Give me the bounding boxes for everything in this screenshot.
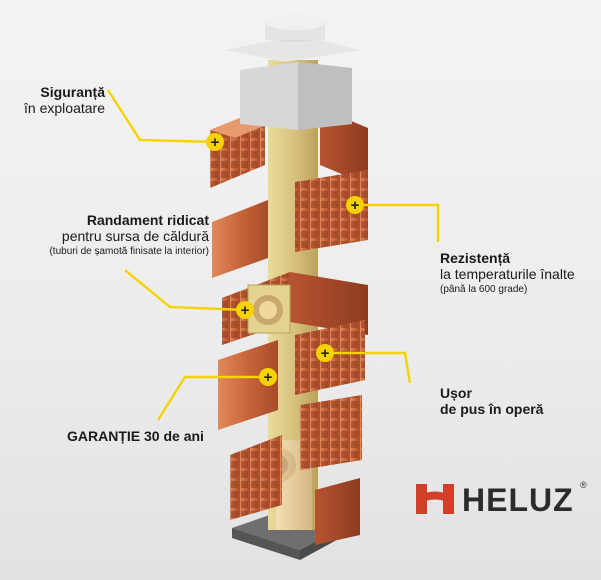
brick-blocks [210,108,368,545]
label-efficiency-sub: pentru sursa de căldură [61,228,209,245]
plus-marker-efficiency: + [236,301,254,319]
label-resistance: Rezistență la temperaturile înalte (până… [440,250,575,296]
label-easy-title: Ușor [440,385,472,401]
label-resistance-title: Rezistență [440,250,511,266]
label-efficiency-title: Randament ridicat [86,212,209,228]
brand-name: HELUZ [462,482,574,518]
svg-text:+: + [211,134,220,151]
plus-marker-resistance: + [346,196,364,214]
label-warranty: GARANȚIE 30 de ani [67,428,204,444]
brand-registered-mark: ® [580,480,587,490]
label-safety-title: Siguranță [40,84,105,100]
label-efficiency-note: (tuburi de șamotă finisate la interior) [49,246,209,258]
svg-text:+: + [321,345,330,362]
plus-marker-safety: + [206,133,224,151]
cleanout-door [247,284,291,334]
plus-marker-warranty: + [259,368,277,386]
label-easy: Ușor de pus în operă [440,385,543,417]
label-safety-sub: în exploatare [24,100,105,117]
label-efficiency: Randament ridicat pentru sursa de căldur… [49,212,209,258]
label-resistance-sub: la temperaturile înalte [440,266,575,283]
label-resistance-note: (până la 600 grade) [440,284,528,296]
label-easy-sub: de pus în operă [440,401,544,418]
plus-marker-easy: + [316,344,334,362]
label-warranty-title: GARANȚIE 30 de ani [67,428,204,444]
svg-text:+: + [351,197,360,214]
svg-text:+: + [264,369,273,386]
svg-text:+: + [241,302,250,319]
heluz-logo-icon [416,484,454,514]
chimney-cap [225,14,360,130]
label-safety: Siguranță în exploatare [24,84,105,116]
callout-lines [106,89,440,421]
